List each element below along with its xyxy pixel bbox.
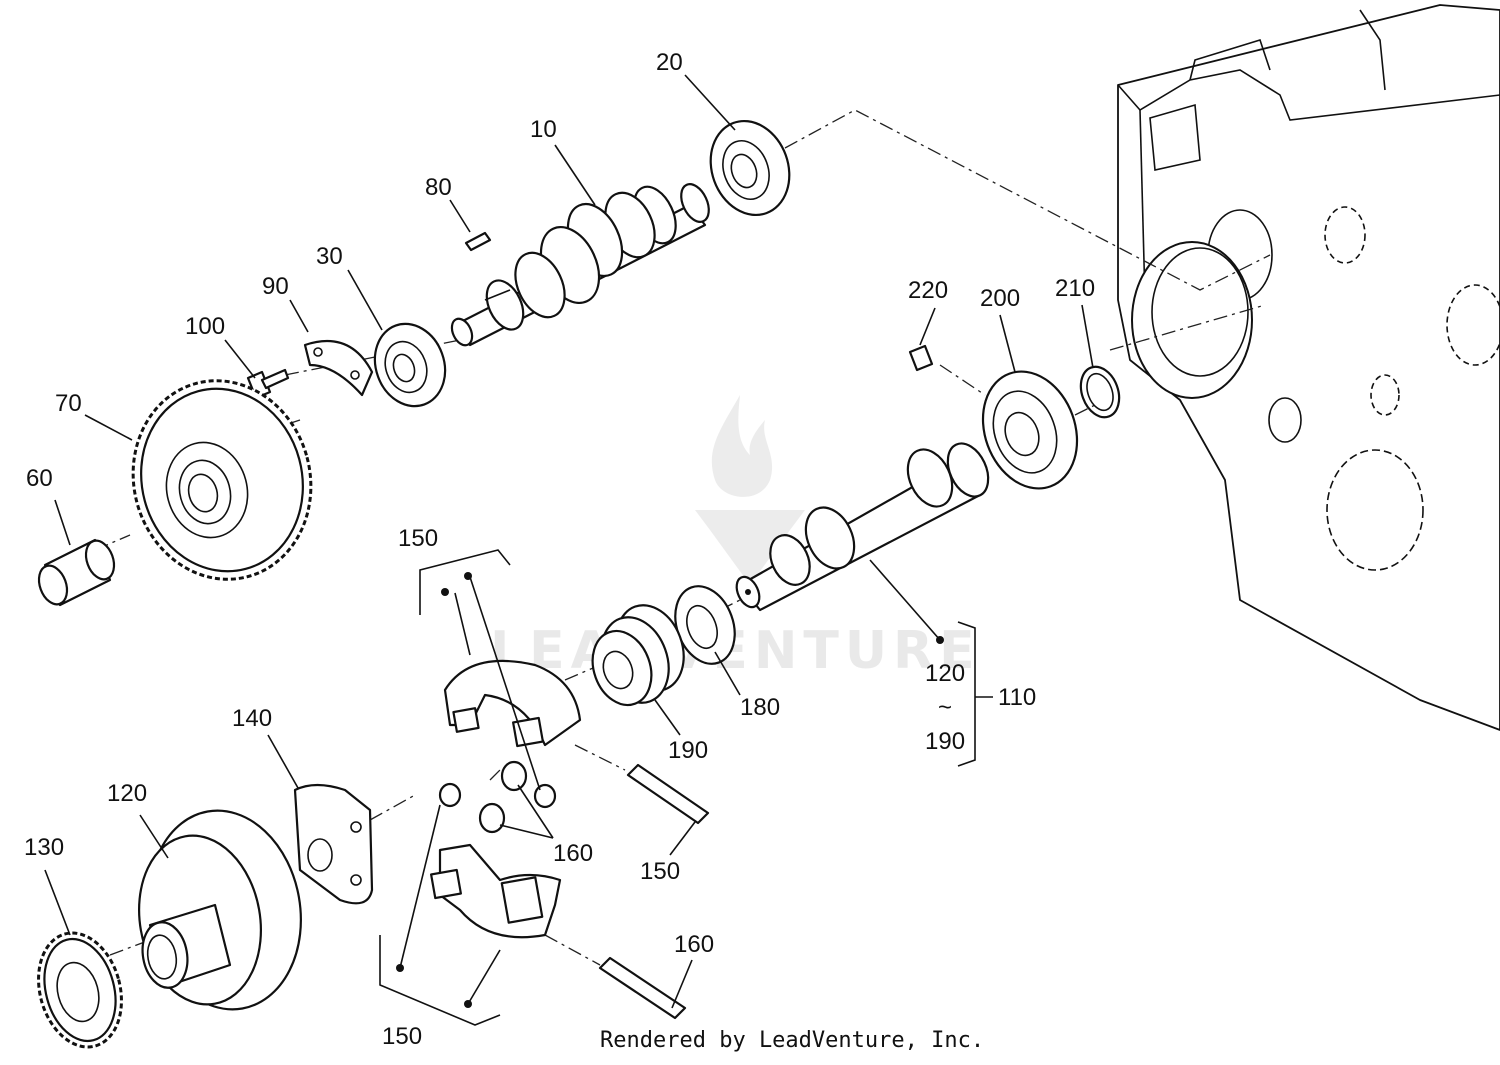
callout-160-upper: 150 [640, 858, 680, 885]
part-20-bearing [709, 119, 791, 217]
watermark-flame-icon [711, 395, 773, 497]
part-60-bushing [37, 538, 116, 607]
bracket-110 [957, 621, 976, 767]
callout-10: 10 [530, 116, 557, 143]
callout-190: 180 [740, 694, 780, 721]
callout-70: 70 [55, 390, 82, 417]
part-110-governor-shaft [735, 442, 990, 612]
part-90-retainer [303, 340, 374, 397]
callout-150-lower: 150 [382, 1023, 422, 1050]
callout-90: 90 [262, 273, 289, 300]
callout-20: 20 [656, 49, 683, 76]
part-130-gear [37, 931, 123, 1049]
callout-120: 120 [107, 780, 147, 807]
callout-220: 220 [908, 277, 948, 304]
part-120-governor-gear [137, 809, 302, 1011]
leader-lines [44, 74, 1094, 1009]
part-220-set-screw [908, 344, 934, 372]
callout-80: 80 [425, 174, 452, 201]
part-140-thrust-plate [293, 783, 374, 905]
callout-140: 140 [232, 705, 272, 732]
part-170-collars [438, 760, 557, 834]
callout-170: 160 [553, 840, 593, 867]
range-symbol: ~ [938, 694, 952, 721]
part-200-bearing [981, 370, 1079, 490]
part-150-governor-weight-upper [443, 659, 582, 748]
callout-160-lower: 160 [674, 931, 714, 958]
part-30-bearing [373, 322, 447, 408]
part-160-pins [598, 763, 710, 1020]
callout-120-range: 120 [925, 660, 965, 687]
part-180-sleeve [591, 604, 685, 707]
part-210-snap-ring [1079, 365, 1121, 419]
callout-30: 30 [316, 243, 343, 270]
callout-190-range: 190 [925, 728, 965, 755]
part-70-cam-gear [131, 379, 313, 581]
callout-180: 190 [668, 737, 708, 764]
engine-block [1117, 4, 1500, 731]
watermark-v-icon [695, 510, 805, 585]
callout-150-upper: 150 [398, 525, 438, 552]
callout-200: 200 [980, 285, 1020, 312]
part-10-camshaft [450, 183, 710, 347]
callout-labels: 20 10 80 30 90 100 70 60 220 200 210 150… [24, 49, 1095, 1050]
callout-60: 60 [26, 465, 53, 492]
rendered-by-footer: Rendered by LeadVenture, Inc. [600, 1028, 985, 1053]
callout-110: 110 [998, 684, 1036, 711]
part-80-key [464, 231, 492, 252]
callout-130: 130 [24, 834, 64, 861]
part-150-governor-weight-lower [430, 843, 562, 939]
callout-210: 210 [1055, 275, 1095, 302]
callout-100: 100 [185, 313, 225, 340]
